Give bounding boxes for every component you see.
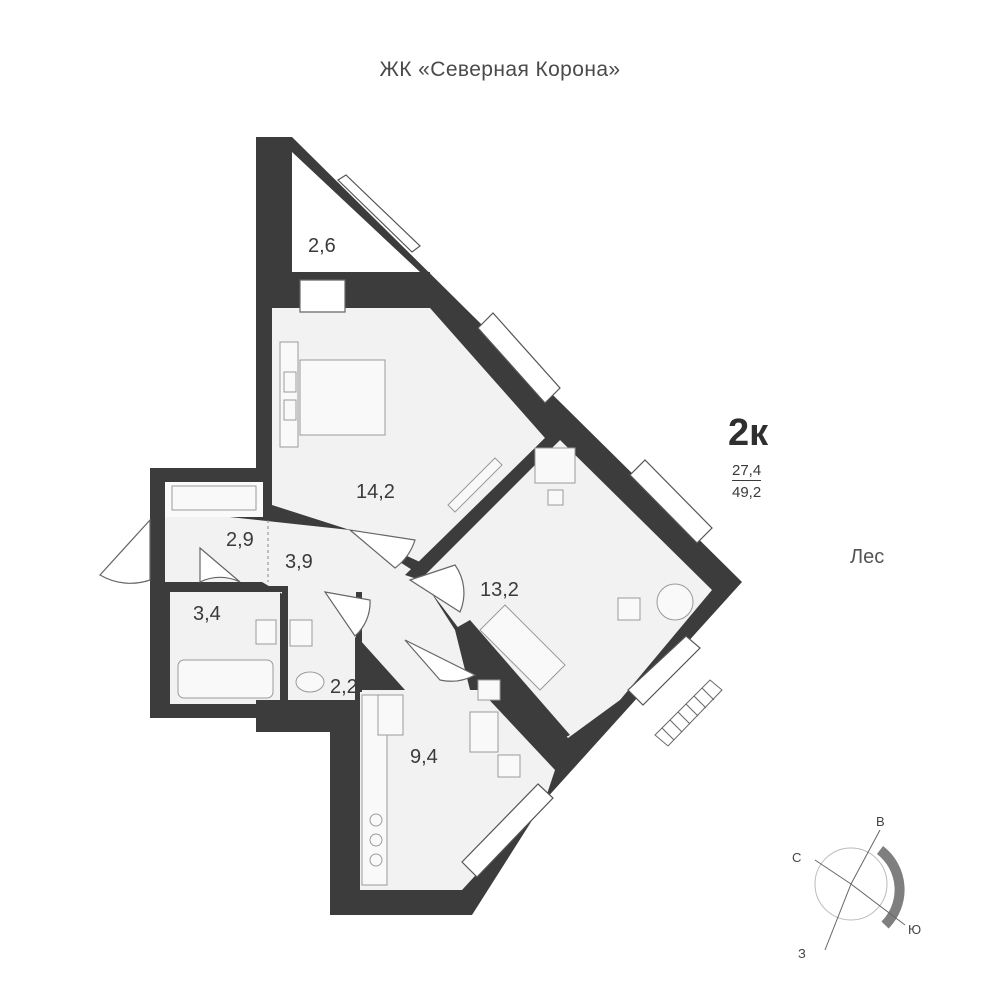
room-area-bedroom: 14,2 bbox=[356, 481, 395, 503]
room-area-kitchen: 9,4 bbox=[410, 746, 438, 768]
kitchen-door bbox=[404, 639, 477, 682]
toilet-door bbox=[323, 591, 371, 637]
room-area-toilet: 2,2 bbox=[330, 676, 358, 698]
balcony-grille bbox=[654, 679, 723, 747]
partitions bbox=[150, 272, 570, 742]
windows bbox=[337, 174, 713, 878]
room-area-wardrobe: 2,9 bbox=[226, 529, 254, 551]
entrance-door bbox=[99, 518, 151, 584]
room-area-bathroom: 3,4 bbox=[193, 603, 221, 625]
living-area: 27,4 bbox=[732, 462, 762, 481]
total-area: 49,2 bbox=[732, 484, 762, 501]
bed bbox=[299, 359, 386, 436]
room-area-living-room: 13,2 bbox=[480, 579, 519, 601]
complex-title: ЖК «Северная Корона» bbox=[379, 58, 621, 81]
bathroom-door bbox=[199, 546, 241, 583]
floor bbox=[165, 152, 712, 890]
room-living bbox=[418, 440, 712, 738]
room-area-balcony: 2,6 bbox=[308, 235, 336, 257]
doors bbox=[99, 279, 477, 682]
compass-south: Ю bbox=[908, 922, 921, 937]
bathtub bbox=[177, 659, 274, 699]
living-door bbox=[408, 564, 465, 613]
compass-west: З bbox=[798, 946, 806, 961]
furniture bbox=[171, 341, 694, 886]
apartment-type: 2к bbox=[728, 412, 769, 454]
compass-east: В bbox=[876, 814, 885, 829]
compass: С В Ю З bbox=[792, 814, 921, 961]
room-area-hallway: 3,9 bbox=[285, 551, 313, 573]
bedroom-door bbox=[347, 529, 416, 569]
room-balcony bbox=[292, 152, 420, 272]
surroundings-label: Лес bbox=[850, 546, 885, 568]
compass-north: С bbox=[792, 850, 801, 865]
balcony-door bbox=[299, 279, 346, 313]
toilet-bowl bbox=[295, 671, 325, 693]
